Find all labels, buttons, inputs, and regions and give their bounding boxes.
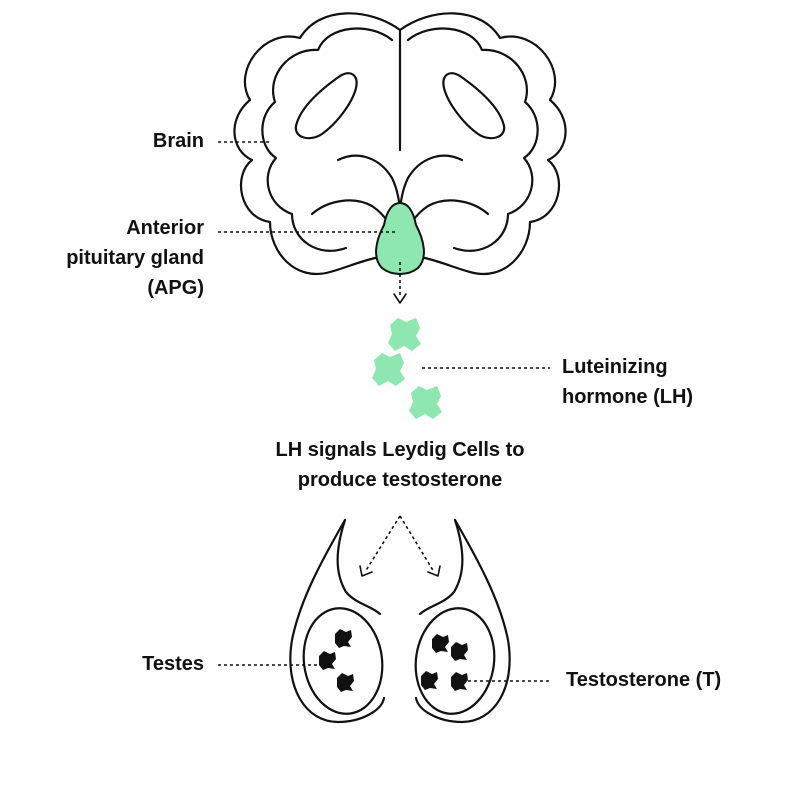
- lh-molecule: [409, 386, 442, 419]
- lh-hormone-molecules: [372, 318, 442, 419]
- signal-caption: LH signals Leydig Cells to produce testo…: [200, 435, 600, 495]
- apg-label-line: Anterior: [126, 217, 204, 239]
- testosterone-label: Testosterone (T): [566, 669, 722, 691]
- brain-label: Brain: [152, 130, 204, 152]
- lh-label: Luteinizing hormone (LH): [562, 352, 782, 412]
- lh-molecule: [372, 353, 405, 386]
- apg-label-line: (APG): [147, 277, 204, 299]
- lh-label-line: Luteinizing: [562, 356, 668, 378]
- apg-to-lh-arrow: [393, 262, 407, 304]
- signal-caption-line: LH signals Leydig Cells to: [275, 439, 525, 461]
- apg-label: Anterior pituitary gland (APG): [10, 213, 204, 303]
- testosterone-marks: [319, 629, 468, 692]
- lh-label-line: hormone (LH): [562, 386, 694, 408]
- lh-molecule: [388, 318, 421, 351]
- signal-caption-line: produce testosterone: [297, 469, 503, 491]
- testes-label: Testes: [142, 653, 204, 675]
- signal-to-testes-arrows: [359, 515, 441, 577]
- testes-illustration: [289, 518, 511, 724]
- apg-label-line: pituitary gland: [66, 247, 204, 269]
